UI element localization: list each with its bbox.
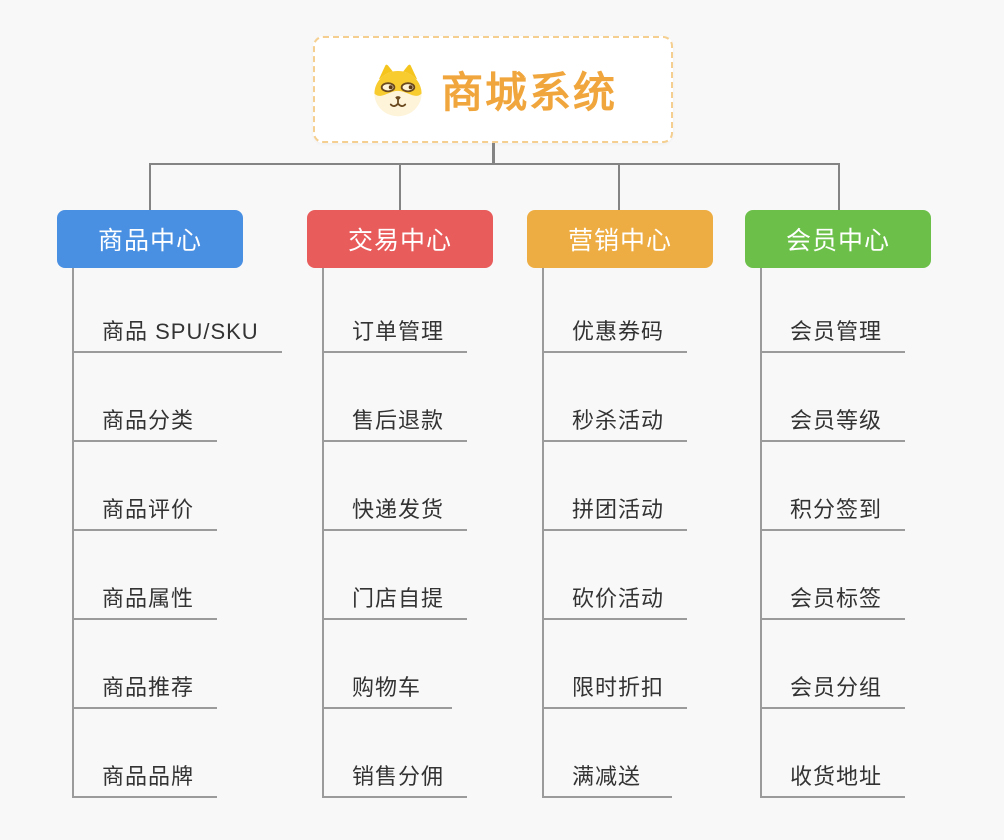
child-node[interactable]: 销售分佣 [322,709,468,798]
child-node[interactable]: 订单管理 [322,264,468,353]
child-node[interactable]: 拼团活动 [542,442,688,531]
trunk-line-trade [322,268,324,798]
child-column-products: 商品 SPU/SKU 商品分类 商品评价 商品属性 商品推荐 商品品牌 [72,264,282,798]
connector-drop-branch-4 [838,163,840,210]
connector-drop-branch-3 [618,163,620,210]
connector-drop-branch-1 [149,163,151,210]
trunk-line-members [760,268,762,798]
child-node[interactable]: 售后退款 [322,353,468,442]
branch-label: 营销中心 [567,227,672,255]
child-column-members: 会员管理 会员等级 积分签到 会员标签 会员分组 收货地址 [760,264,906,798]
child-node[interactable]: 购物车 [322,620,452,709]
child-node[interactable]: 门店自提 [322,531,468,620]
child-node[interactable]: 会员管理 [760,264,906,353]
branch-label: 交易中心 [347,227,452,255]
trunk-line-marketing [542,268,544,798]
child-column-marketing: 优惠券码 秒杀活动 拼团活动 砍价活动 限时折扣 满减送 [542,264,688,798]
child-node[interactable]: 砍价活动 [542,531,688,620]
child-node[interactable]: 商品品牌 [72,709,218,798]
child-node[interactable]: 商品属性 [72,531,218,620]
child-node[interactable]: 商品推荐 [72,620,218,709]
child-node[interactable]: 秒杀活动 [542,353,688,442]
trunk-line-products [72,268,74,798]
child-node[interactable]: 商品评价 [72,442,218,531]
branch-node-marketing[interactable]: 营销中心 [527,210,713,268]
child-node[interactable]: 满减送 [542,709,672,798]
branch-node-products[interactable]: 商品中心 [57,210,243,268]
child-node[interactable]: 商品分类 [72,353,218,442]
root-node[interactable]: 商城系统 [313,36,673,143]
child-node[interactable]: 优惠券码 [542,264,688,353]
child-node[interactable]: 积分签到 [760,442,906,531]
child-node[interactable]: 会员标签 [760,531,906,620]
connector-root-drop [492,143,495,164]
child-node[interactable]: 会员等级 [760,353,906,442]
connector-drop-branch-2 [399,163,401,210]
branch-label: 会员中心 [785,227,890,255]
child-node[interactable]: 商品 SPU/SKU [72,264,282,353]
child-node[interactable]: 快递发货 [322,442,468,531]
branch-label: 商品中心 [97,227,202,255]
dog-face-icon [374,64,422,116]
branch-node-members[interactable]: 会员中心 [745,210,931,268]
child-column-trade: 订单管理 售后退款 快递发货 门店自提 购物车 销售分佣 [322,264,468,798]
root-title: 商城系统 [440,69,617,116]
child-node[interactable]: 限时折扣 [542,620,688,709]
branch-node-trade[interactable]: 交易中心 [307,210,493,268]
child-node[interactable]: 会员分组 [760,620,906,709]
child-node[interactable]: 收货地址 [760,709,906,798]
connector-horizontal [149,163,840,165]
